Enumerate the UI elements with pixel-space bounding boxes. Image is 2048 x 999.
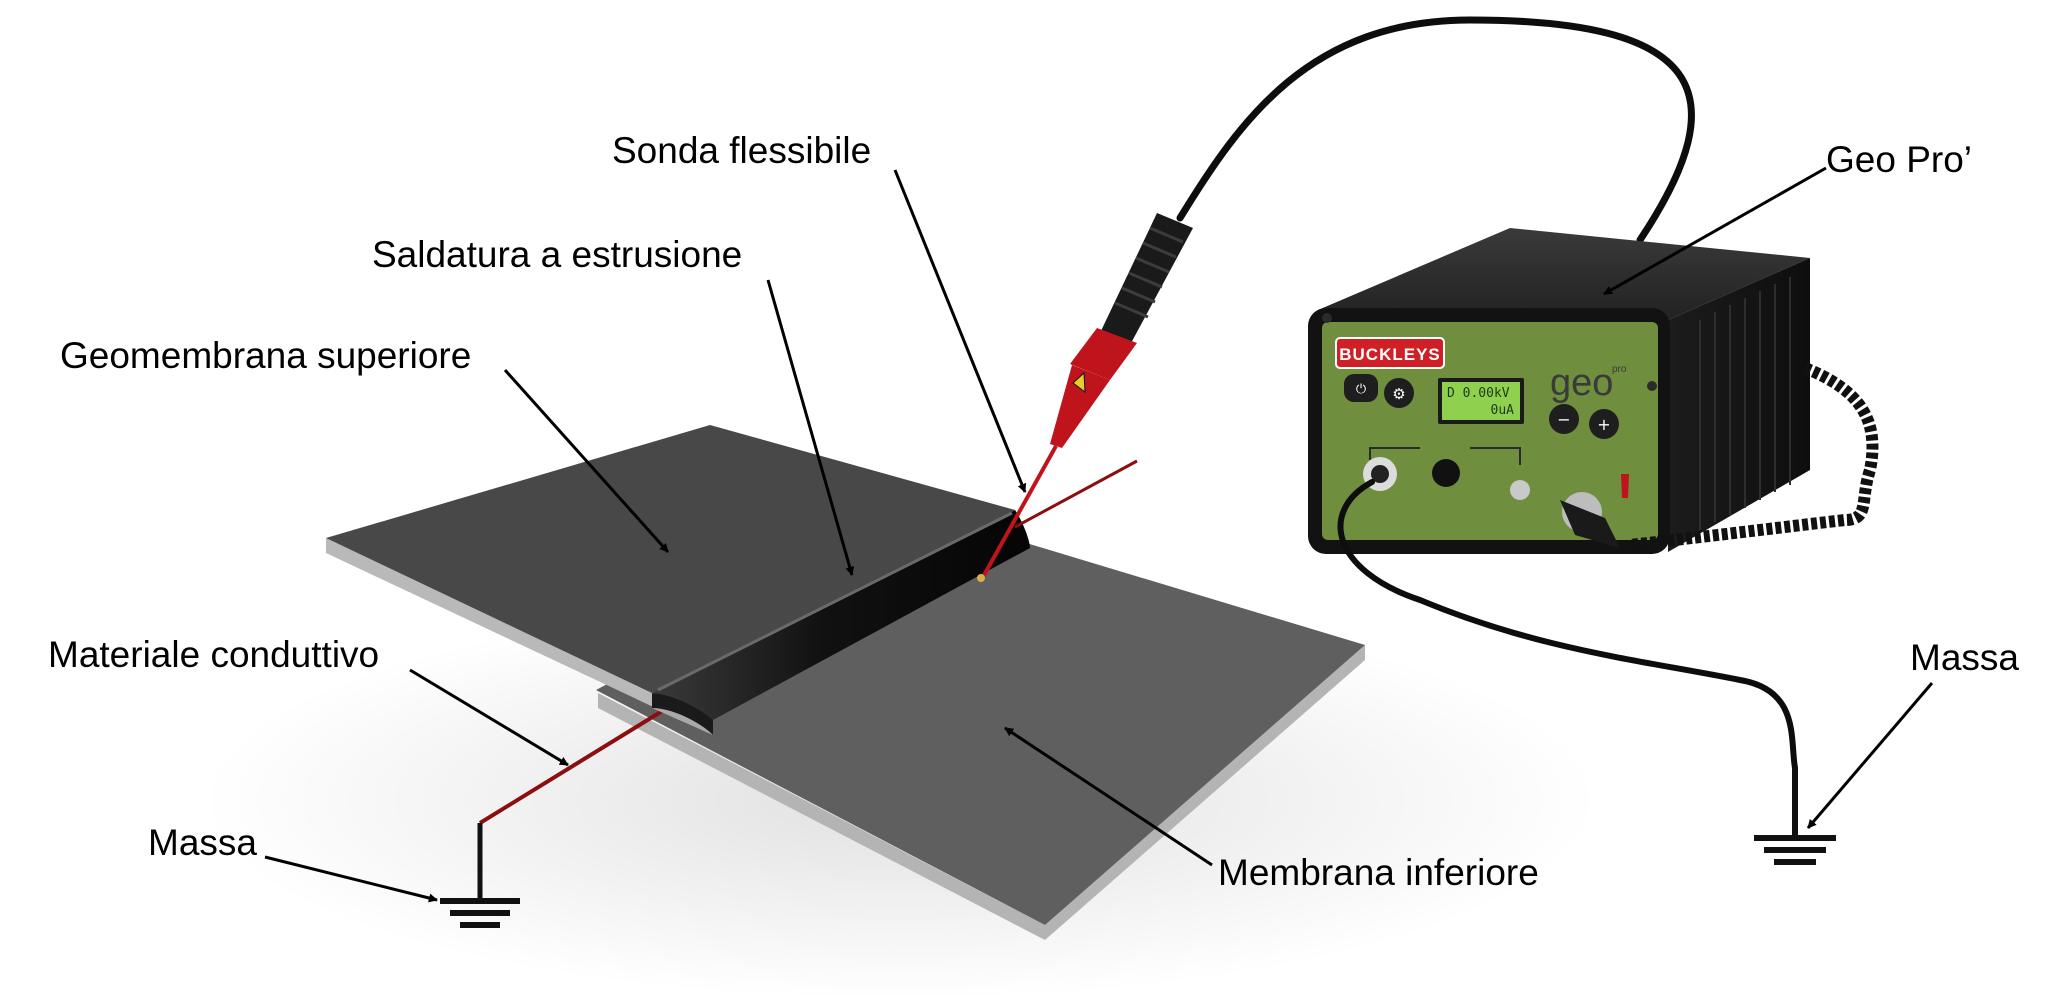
flexible-probe xyxy=(977,16,1695,582)
geo-pro-device: BUCKLEYS ⏻ ⚙ D 0.00kV 0uA geo pro − + xyxy=(1308,228,1879,771)
label-membrana-inferiore: Membrana inferiore xyxy=(1218,852,1539,893)
label-materiale-conduttivo: Materiale conduttivo xyxy=(48,634,379,675)
leader-saldatura xyxy=(766,279,855,576)
probe-red-tip xyxy=(1050,365,1110,448)
leader-geopro xyxy=(1603,166,1827,296)
leader-massa-left xyxy=(264,855,438,903)
leader-membrana xyxy=(1004,726,1213,867)
label-saldatura-estrusione: Saldatura a estrusione xyxy=(372,234,742,275)
upper-geomembrane xyxy=(326,425,1015,693)
plus-button[interactable] xyxy=(1589,409,1619,439)
mini-probe-icon xyxy=(1621,474,1629,498)
probe-cable xyxy=(1176,16,1695,244)
membrane-assembly xyxy=(200,425,1600,999)
gear-icon: ⚙ xyxy=(1392,385,1405,403)
probe-red-collar xyxy=(1070,328,1137,380)
ground-symbol-left xyxy=(440,823,520,928)
indicator-lamp xyxy=(1510,480,1530,500)
ground-lead-cable xyxy=(1337,479,1798,771)
probe-contact xyxy=(977,574,985,582)
conductive-wire-left xyxy=(478,703,674,825)
geo-logo: geo xyxy=(1550,362,1613,404)
upper-geomembrane-edge xyxy=(326,538,713,735)
label-sonda-flessibile: Sonda flessibile xyxy=(612,130,871,171)
screw-tr xyxy=(1647,381,1657,391)
ground-symbol-right xyxy=(1754,768,1836,865)
geo-logo-sup: pro xyxy=(1612,364,1627,375)
circuit-graphic xyxy=(1369,447,1521,465)
center-socket[interactable] xyxy=(1432,459,1460,487)
extrusion-weld-end xyxy=(652,693,713,735)
extrusion-weld xyxy=(652,510,1030,720)
coiled-cable xyxy=(1629,362,1879,551)
label-massa-right: Massa xyxy=(1910,637,2019,678)
device-side-ribs xyxy=(1699,277,1791,530)
power-lock-button[interactable] xyxy=(1344,374,1378,402)
plus-label: + xyxy=(1597,415,1610,434)
label-geo-pro: Geo Pro’ xyxy=(1826,139,1972,180)
leader-lines xyxy=(264,166,1934,903)
device-top xyxy=(1318,228,1810,320)
leader-sonda xyxy=(893,169,1027,493)
extrusion-weld-highlight xyxy=(657,511,1013,692)
label-geomembrana-superiore: Geomembrana superiore xyxy=(60,335,471,376)
lower-membrane-edge xyxy=(598,645,1365,940)
lcd-voltage: D 0.00kV xyxy=(1447,386,1510,401)
label-massa-left: Massa xyxy=(148,822,257,863)
probe-socket-plug xyxy=(1560,500,1620,548)
minus-label: − xyxy=(1557,410,1570,429)
leader-massa-right xyxy=(1806,682,1934,829)
probe-grip-rings xyxy=(1114,226,1184,319)
lcd-display xyxy=(1442,382,1520,420)
ground-socket-inner xyxy=(1371,465,1389,483)
brand-badge xyxy=(1335,337,1445,369)
leader-geomembrana xyxy=(503,368,670,554)
device-front-panel xyxy=(1322,322,1658,540)
settings-button[interactable] xyxy=(1384,378,1414,408)
brand-name: BUCKLEYS xyxy=(1339,345,1441,364)
minus-button[interactable] xyxy=(1549,404,1579,434)
lcd-current: 0uA xyxy=(1491,403,1515,418)
probe-wire xyxy=(981,445,1058,578)
probe-warning-label xyxy=(1072,371,1086,394)
screw-tl xyxy=(1322,313,1332,323)
leader-materiale xyxy=(409,668,569,767)
conductive-wire-right xyxy=(1014,459,1138,529)
power-icon: ⏻ xyxy=(1356,382,1366,397)
